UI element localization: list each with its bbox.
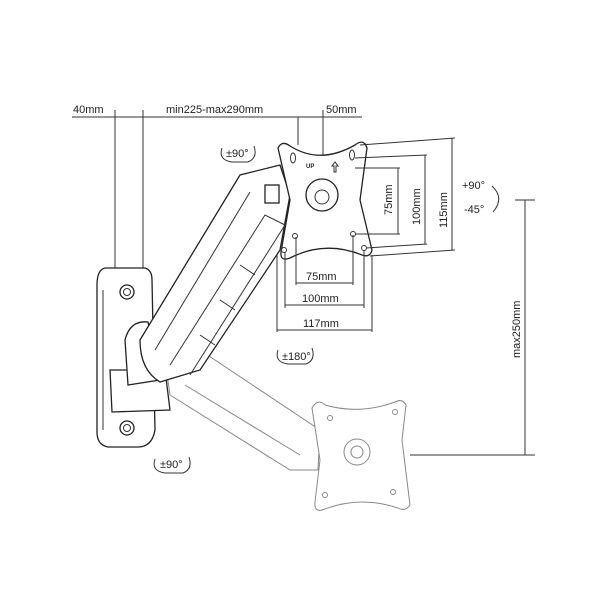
up-label: UP <box>306 164 314 170</box>
swivel-bottom-label: ±90° <box>160 459 183 471</box>
wall-plate <box>96 267 171 448</box>
wall-offset-label: 40mm <box>73 104 104 116</box>
rotation-arrows <box>153 145 500 474</box>
rotate-arrow-icon <box>153 456 191 474</box>
horizontal-dimension-lines <box>276 235 373 332</box>
plate-height-label: 115mm <box>438 192 450 228</box>
height-adjust-label: max250mm <box>511 301 523 358</box>
tilt-down-label: -45° <box>464 204 484 216</box>
vesa-h-100-label: 100mm <box>302 293 339 305</box>
vesa-v-75-label: 75mm <box>383 184 395 215</box>
vertical-dimension-lines <box>354 137 535 456</box>
lower-arm-ghost <box>164 349 411 511</box>
plate-width-label: 117mm <box>303 318 339 330</box>
plate-offset-label: 50mm <box>326 104 357 116</box>
upper-arm <box>139 164 291 383</box>
vesa-h-75-label: 75mm <box>306 271 337 283</box>
vesa-plate: UP <box>277 141 373 260</box>
tilt-arrow-icon <box>491 185 500 213</box>
top-dimension-lines <box>72 110 362 275</box>
arm-extension-label: min225-max290mm <box>166 104 263 116</box>
vesa-v-100-label: 100mm <box>411 188 423 225</box>
rotate-arrow-icon <box>220 145 256 163</box>
swivel-top-label: ±90° <box>226 148 249 160</box>
tilt-up-label: +90° <box>462 180 485 192</box>
rotate-arrow-icon <box>276 347 314 365</box>
rotation-label: ±180° <box>282 351 311 363</box>
